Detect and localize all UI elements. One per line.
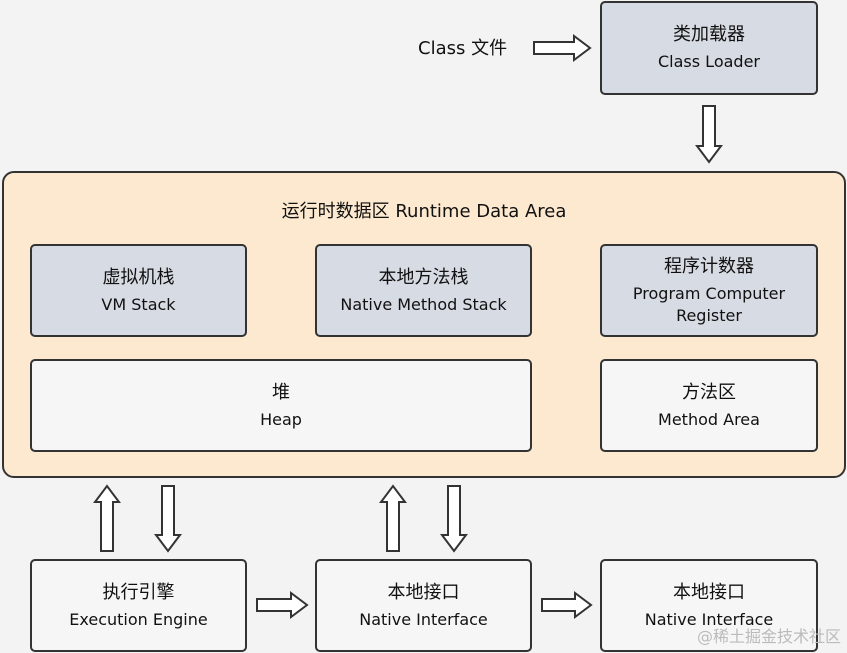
heap-zh: 堆 — [272, 381, 290, 403]
method-area-zh: 方法区 — [682, 381, 736, 403]
native-interface-2-en: Native Interface — [644, 609, 774, 629]
method-area-en: Method Area — [658, 409, 760, 429]
execution-engine-box: 执行引擎 Execution Engine — [30, 559, 247, 652]
pc-register-box: 程序计数器 Program Computer Register — [600, 244, 818, 337]
pc-register-zh: 程序计数器 — [664, 255, 754, 277]
native-interface-box-2: 本地接口 Native Interface — [600, 559, 818, 652]
method-area-box: 方法区 Method Area — [600, 359, 818, 452]
native-interface-2-zh: 本地接口 — [673, 581, 745, 603]
runtime-data-area-title: 运行时数据区 Runtime Data Area — [281, 201, 567, 222]
arrow-class-file-to-loader — [533, 34, 592, 62]
vm-stack-zh: 虚拟机栈 — [102, 266, 175, 288]
class-loader-zh: 类加载器 — [673, 24, 745, 46]
native-interface-zh: 本地接口 — [387, 581, 460, 603]
native-interface-box: 本地接口 Native Interface — [315, 559, 532, 652]
native-method-stack-box: 本地方法栈 Native Method Stack — [315, 244, 532, 337]
watermark: @稀土掘金技术社区 — [696, 627, 841, 646]
vm-stack-en: VM Stack — [101, 294, 176, 314]
arrow-loader-to-runtime — [695, 105, 723, 164]
arrow-engine-to-native — [256, 591, 309, 619]
pc-register-en: Program Computer Register — [632, 284, 786, 325]
execution-engine-zh: 执行引擎 — [102, 581, 175, 603]
native-method-stack-zh: 本地方法栈 — [378, 266, 469, 288]
heap-en: Heap — [260, 409, 302, 429]
heap-box: 堆 Heap — [30, 359, 532, 452]
arrow-engine-up — [93, 484, 121, 552]
arrow-native-down — [440, 485, 468, 553]
class-loader-box: 类加载器 Class Loader — [600, 1, 818, 95]
vm-stack-box: 虚拟机栈 VM Stack — [30, 244, 247, 337]
class-file-label: Class 文件 — [418, 38, 508, 59]
native-method-stack-en: Native Method Stack — [340, 294, 507, 314]
native-interface-en: Native Interface — [359, 609, 488, 629]
execution-engine-en: Execution Engine — [69, 609, 208, 629]
arrow-native-to-native-2 — [541, 591, 593, 619]
arrow-engine-down — [154, 485, 182, 553]
class-loader-en: Class Loader — [658, 52, 760, 72]
arrow-native-up — [379, 484, 407, 552]
